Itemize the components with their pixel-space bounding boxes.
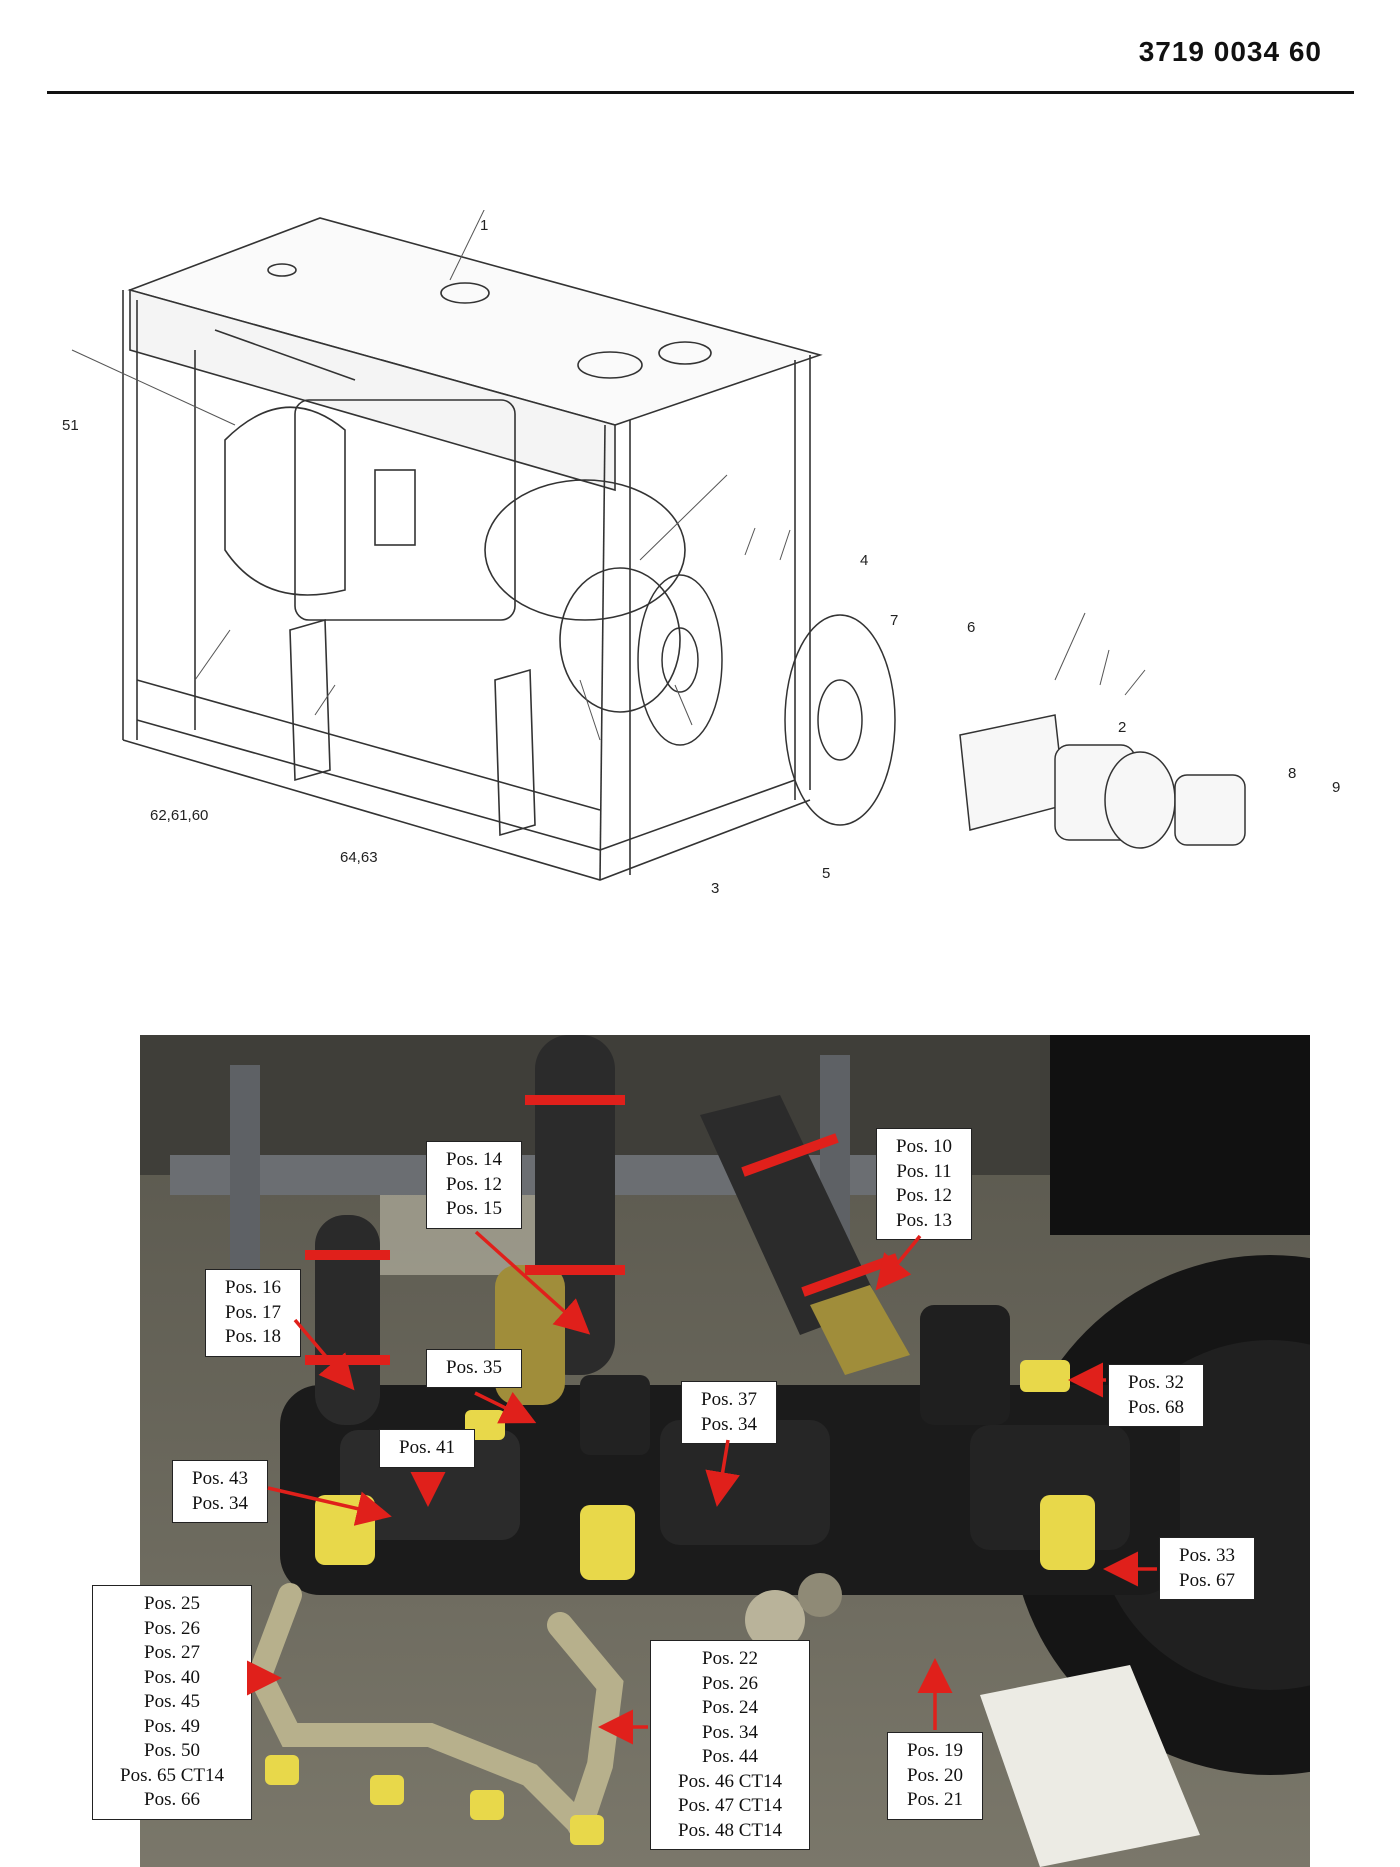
callout-line: Pos. 65 CT14 xyxy=(120,1764,224,1786)
engine-frame-outline xyxy=(122,217,823,881)
callout-line: Pos. 40 xyxy=(144,1666,200,1688)
callout-pos-33-67: Pos. 33 Pos. 67 xyxy=(1159,1537,1255,1600)
callout-line: Pos. 44 xyxy=(702,1746,758,1767)
callout-line: Pos. 14 xyxy=(446,1149,502,1170)
callout-line: Pos. 22 xyxy=(702,1648,758,1669)
part-number-6: 6 xyxy=(967,619,975,636)
callout-line: Pos. 41 xyxy=(399,1437,455,1458)
callout-line: Pos. 34 xyxy=(701,1413,757,1435)
callout-line: Pos. 67 xyxy=(1179,1569,1235,1591)
callout-line: Pos. 43 xyxy=(192,1468,248,1489)
callout-line: Pos. 35 xyxy=(446,1357,502,1378)
callout-line: Pos. 24 xyxy=(702,1697,758,1718)
callout-pos-22-48: Pos. 22 Pos. 26 Pos. 24 Pos. 34 Pos. 44 … xyxy=(650,1640,810,1850)
part-number-8: 8 xyxy=(1288,765,1296,782)
callout-pos-14-12-15: Pos. 14 Pos. 12 Pos. 15 xyxy=(426,1141,522,1229)
callout-line: Pos. 34 xyxy=(192,1492,248,1514)
header-rule xyxy=(47,91,1354,94)
callout-line: Pos. 10 xyxy=(896,1136,952,1157)
callout-pos-16-17-18: Pos. 16 Pos. 17 Pos. 18 xyxy=(205,1269,301,1357)
callout-pos-43-34: Pos. 43 Pos. 34 xyxy=(172,1460,268,1523)
callout-pos-25-66: Pos. 25 Pos. 26 Pos. 27 Pos. 40 Pos. 45 … xyxy=(92,1585,252,1820)
callout-line: Pos. 16 xyxy=(225,1277,281,1298)
callout-pos-32-68: Pos. 32 Pos. 68 xyxy=(1108,1364,1204,1427)
callout-line: Pos. 26 xyxy=(702,1672,758,1694)
part-number-62-61-60: 62,61,60 xyxy=(150,807,208,824)
callout-pos-19-20-21: Pos. 19 Pos. 20 Pos. 21 xyxy=(887,1732,983,1820)
adapter-plates xyxy=(637,574,896,826)
part-number-9: 9 xyxy=(1332,779,1340,796)
callout-pos-10-13: Pos. 10 Pos. 11 Pos. 12 Pos. 13 xyxy=(876,1128,972,1240)
callout-pos-37-34: Pos. 37 Pos. 34 xyxy=(681,1381,777,1444)
callout-line: Pos. 17 xyxy=(225,1301,281,1323)
part-number-2: 2 xyxy=(1118,719,1126,736)
part-number-51: 51 xyxy=(62,417,79,434)
hydraulic-pump-drawing xyxy=(959,714,1246,849)
callout-line: Pos. 46 CT14 xyxy=(678,1770,782,1792)
callout-line: Pos. 37 xyxy=(701,1389,757,1410)
callout-line: Pos. 20 xyxy=(907,1764,963,1786)
callout-pos-35: Pos. 35 xyxy=(426,1349,522,1388)
part-number-5: 5 xyxy=(822,865,830,882)
leader-lines xyxy=(71,210,1146,741)
callout-line: Pos. 49 xyxy=(144,1715,200,1737)
callout-line: Pos. 50 xyxy=(144,1740,200,1761)
callout-line: Pos. 34 xyxy=(702,1721,758,1743)
part-number-64-63: 64,63 xyxy=(340,849,378,866)
callout-pos-41: Pos. 41 xyxy=(379,1429,475,1468)
callout-line: Pos. 45 xyxy=(144,1691,200,1712)
callout-line: Pos. 27 xyxy=(144,1642,200,1663)
part-number-7: 7 xyxy=(890,612,898,629)
callout-line: Pos. 19 xyxy=(907,1740,963,1761)
callout-line: Pos. 33 xyxy=(1179,1545,1235,1566)
document-number: 3719 0034 60 xyxy=(1138,36,1322,67)
callout-line: Pos. 25 xyxy=(144,1593,200,1614)
callout-line: Pos. 13 xyxy=(896,1209,952,1231)
callout-line: Pos. 32 xyxy=(1128,1372,1184,1393)
callout-line: Pos. 66 xyxy=(144,1789,200,1810)
callout-line: Pos. 15 xyxy=(446,1198,502,1219)
callout-line: Pos. 18 xyxy=(225,1326,281,1347)
callout-line: Pos. 12 xyxy=(446,1173,502,1195)
part-number-3: 3 xyxy=(711,880,719,897)
part-number-1: 1 xyxy=(480,217,488,234)
part-number-4: 4 xyxy=(860,552,868,569)
exploded-assembly-drawing: 1 51 4 7 6 2 8 9 62,61,60 64,63 3 5 xyxy=(62,210,1340,897)
callout-line: Pos. 47 CT14 xyxy=(678,1795,782,1816)
callout-line: Pos. 68 xyxy=(1128,1396,1184,1418)
callout-line: Pos. 12 xyxy=(896,1185,952,1206)
callout-line: Pos. 11 xyxy=(896,1160,952,1182)
callout-line: Pos. 48 CT14 xyxy=(678,1819,782,1841)
callout-line: Pos. 21 xyxy=(907,1789,963,1810)
callout-line: Pos. 26 xyxy=(144,1617,200,1639)
